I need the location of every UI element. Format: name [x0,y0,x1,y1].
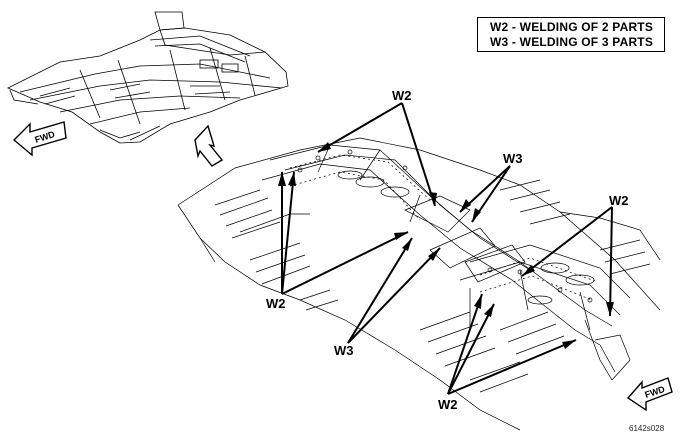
leader-lines [281,102,613,395]
vehicle-overview [7,11,289,144]
leader-arrowheads [278,142,614,349]
fwd-arrow-top: FWD [12,121,67,157]
figure-id: 6142s028 [629,424,665,433]
callout-w3-top: W3 [503,151,523,166]
callout-w2-right: W2 [609,193,629,208]
callout-w3-bottom: W3 [334,343,354,358]
fwd-arrow-bottom: FWD [626,377,673,412]
floor-pan-detail [177,137,661,431]
callout-w2-left: W2 [266,296,286,311]
legend-w2: W2 - WELDING OF 2 PARTS [490,20,654,34]
callout-w2-top: W2 [392,88,412,103]
legend-box: W2 - WELDING OF 2 PARTS W3 - WELDING OF … [477,17,665,52]
legend-w3: W3 - WELDING OF 3 PARTS [490,35,654,49]
callout-w2-bottom: W2 [438,397,458,412]
view-direction-arrow [194,124,224,167]
